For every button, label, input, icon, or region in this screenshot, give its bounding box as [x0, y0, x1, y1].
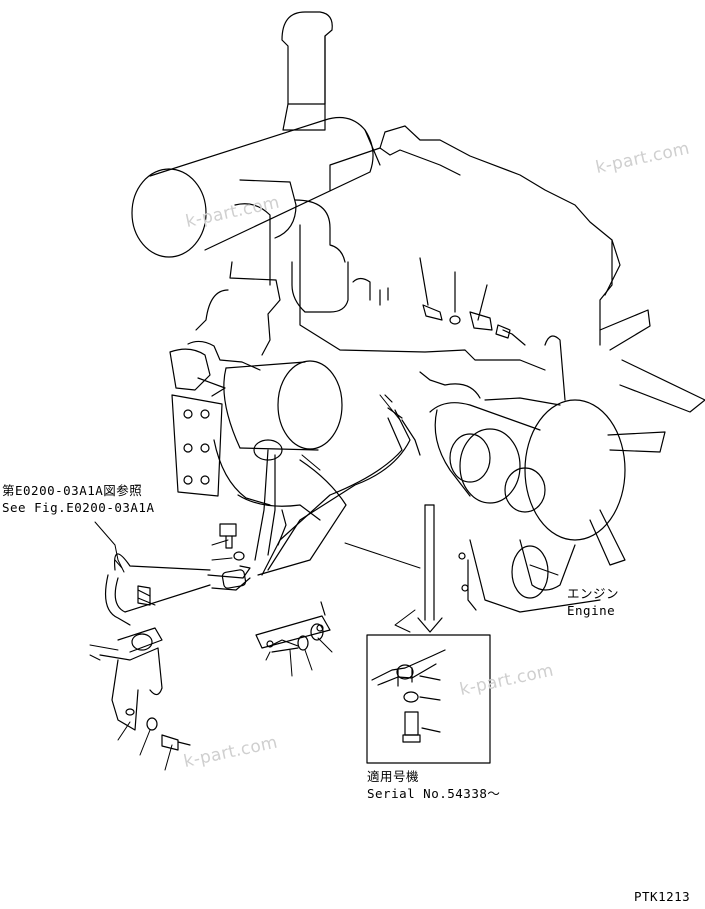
leader-lines [89, 394, 559, 771]
exhaust-muffler [131, 11, 381, 258]
engine-label-en: Engine [567, 603, 616, 618]
bolts-washers [146, 523, 331, 751]
fan-and-pulleys [429, 309, 705, 613]
sensor-parts [419, 257, 526, 346]
serial-number: Serial No.54338～ [367, 786, 501, 801]
engine-label-jp: エンジン [567, 586, 620, 601]
figure-reference-jp: 第E0200-03A1A図参照 [2, 483, 143, 498]
serial-label-jp: 適用号機 [367, 769, 420, 784]
engine-block [187, 125, 621, 521]
clamp-assembly-left [99, 553, 251, 731]
wiring-harness [254, 394, 421, 576]
figure-reference-en: See Fig.E0200-03A1A [2, 500, 155, 515]
inset-detail [366, 634, 491, 764]
arrow-to-inset [417, 504, 443, 633]
mount-bracket-left [171, 394, 223, 497]
drawing-code: PTK1213 [634, 889, 691, 904]
alternator [169, 348, 343, 461]
